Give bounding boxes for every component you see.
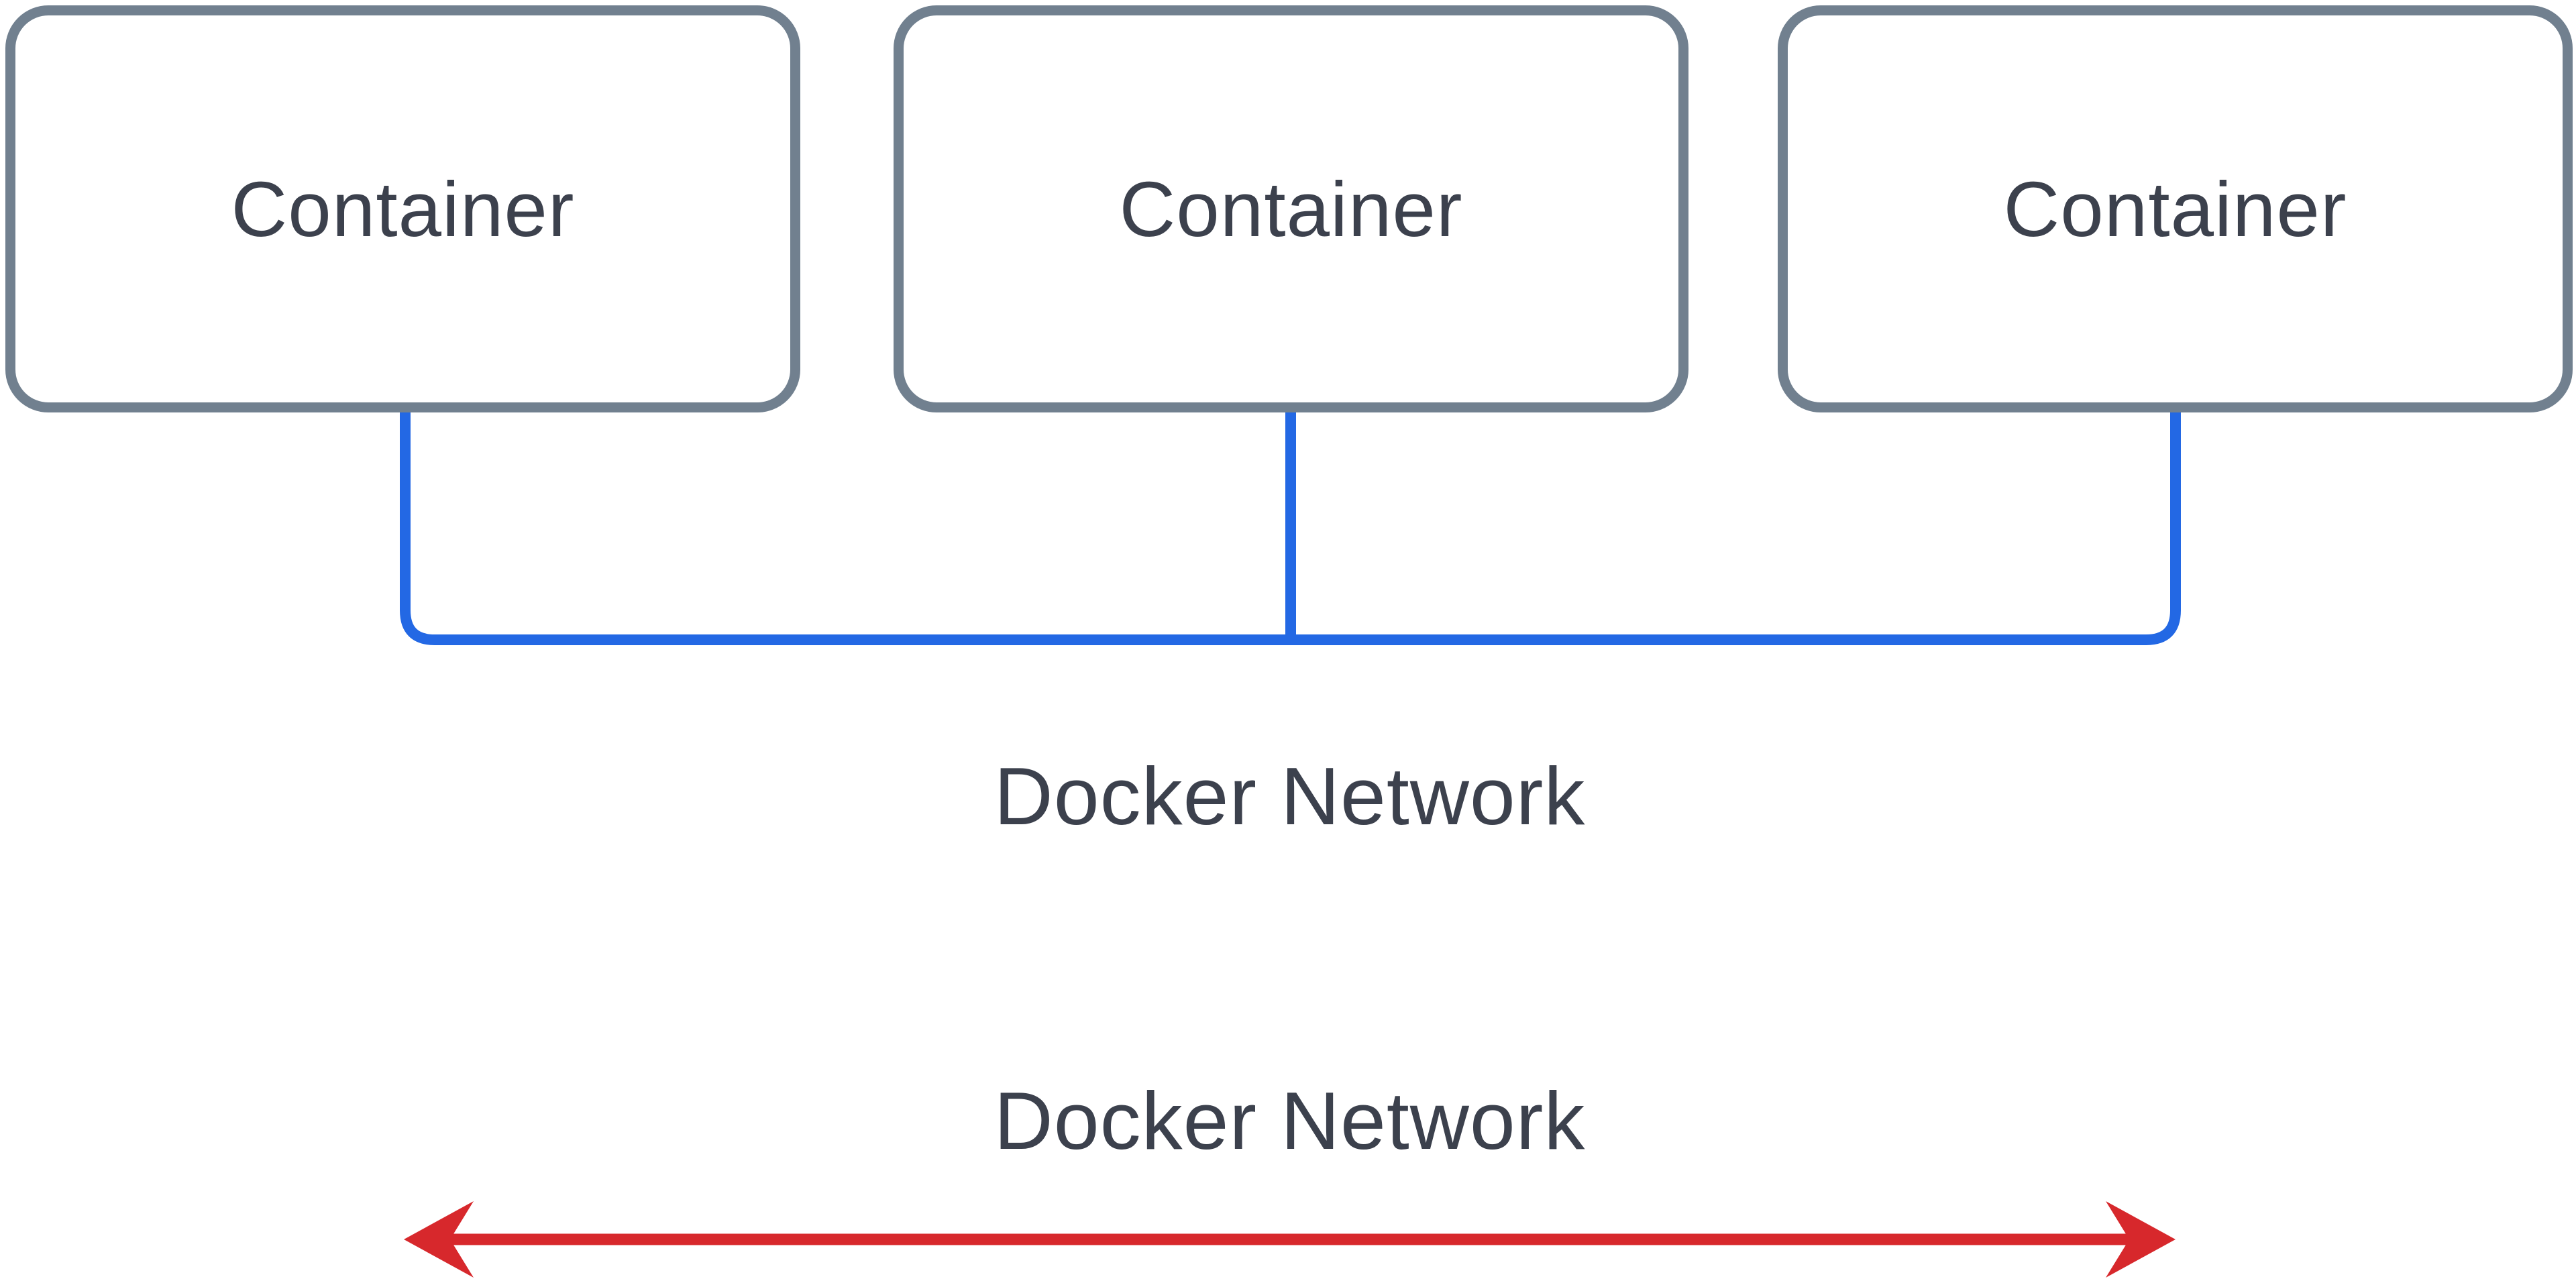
- container-node-1-label: Container: [231, 165, 575, 253]
- arrow-head-right-icon: [2106, 1201, 2176, 1278]
- docker-network-label-bottom: Docker Network: [994, 1075, 1586, 1166]
- docker-network-label-top: Docker Network: [994, 750, 1586, 842]
- container-node-2-label: Container: [1119, 165, 1463, 253]
- arrow-head-left-icon: [404, 1201, 474, 1278]
- container-node-3-label: Container: [2003, 165, 2347, 253]
- container-node-1: Container: [5, 5, 800, 412]
- container-node-3: Container: [1778, 5, 2573, 412]
- container-node-2: Container: [894, 5, 1688, 412]
